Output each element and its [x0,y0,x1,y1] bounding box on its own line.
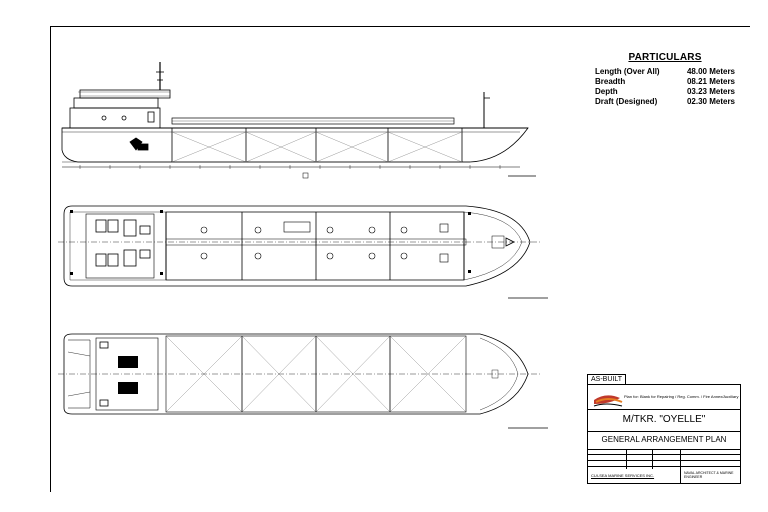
revision-rows [588,449,740,469]
particular-label: Length (Over All) [595,67,660,76]
logo-note: Plan for: Blank for Repairing / Reg. Com… [624,394,739,399]
approval-signature: NAVAL ARCHITECT & MARINE ENGINEER [684,471,734,479]
particular-value: 03.23 Meters [686,87,735,96]
profile-view [61,62,536,179]
vessel-name: M/TKR. "OYELLE" [588,409,740,432]
drawing-frame [50,26,750,492]
main-deck-plan [58,205,548,299]
particulars-row: Breadth 08.21 Meters [595,77,735,87]
company-logo [593,395,623,407]
particular-value: 02.30 Meters [686,97,735,106]
particular-label: Draft (Designed) [595,97,658,106]
particular-label: Breadth [595,77,626,86]
title-block-footer: CUI-SEA MARINE SERVICES INC. NAVAL ARCHI… [588,469,740,483]
particulars-row: Depth 03.23 Meters [595,87,735,97]
particulars-panel: PARTICULARS Length (Over All) 48.00 Mete… [595,52,735,107]
title-block-logo-row: Plan for: Blank for Repairing / Reg. Com… [588,385,740,410]
company-name: CUI-SEA MARINE SERVICES INC. [591,473,655,478]
deck-hull [63,205,531,287]
particular-value: 08.21 Meters [686,77,735,86]
particulars-title: PARTICULARS [628,52,702,63]
tank-top-plan [58,333,548,429]
particular-label: Depth [595,87,618,96]
drawing-title: GENERAL ARRANGEMENT PLAN [588,431,740,450]
particulars-row: Draft (Designed) 02.30 Meters [595,97,735,107]
tanktop-hull [63,333,529,415]
particular-value: 48.00 Meters [686,67,735,76]
particulars-row: Length (Over All) 48.00 Meters [595,67,735,77]
title-block: Plan for: Blank for Repairing / Reg. Com… [587,384,741,484]
